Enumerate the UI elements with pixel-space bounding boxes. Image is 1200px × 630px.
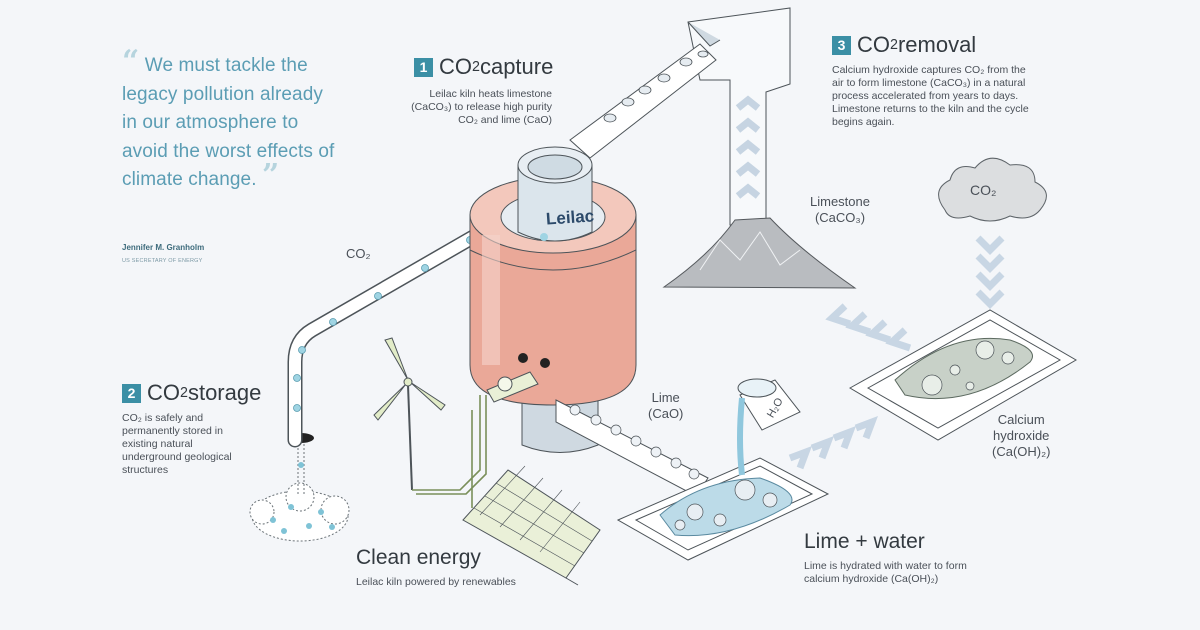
lime-water-line: Lime is hydrated with water to form bbox=[804, 560, 967, 572]
step-2-title-prefix: CO bbox=[147, 380, 180, 405]
step-1-line: (CaCO₃) to release high purity bbox=[411, 101, 552, 113]
limestone-label: Limestone (CaCO₃) bbox=[810, 194, 870, 226]
leilac-kiln bbox=[469, 146, 637, 453]
step-3-title-sub: 2 bbox=[890, 37, 898, 53]
lime-label-name: Lime bbox=[651, 390, 680, 405]
co2-pipe bbox=[287, 202, 528, 448]
clean-energy-desc: Leilac kiln powered by renewables bbox=[356, 576, 516, 588]
lime-water-title: Lime + water bbox=[804, 530, 925, 553]
step-3-line: begins again. bbox=[832, 116, 895, 128]
quote-author: Jennifer M. Granholm bbox=[122, 243, 205, 252]
lime-water-tray bbox=[616, 457, 830, 561]
step-1-title-prefix: CO bbox=[439, 54, 472, 79]
flow-arrows bbox=[788, 235, 1005, 470]
co2-pipe-label: CO₂ bbox=[346, 246, 371, 261]
lime-water-desc: Lime is hydrated with water to form calc… bbox=[804, 560, 967, 586]
quote-author-role: US SECRETARY OF ENERGY bbox=[122, 258, 203, 264]
kiln-brand-label: Leilac bbox=[545, 206, 595, 229]
lime-conveyor bbox=[555, 399, 709, 497]
step-3-title-prefix: CO bbox=[857, 32, 890, 57]
step-2-title-suffix: storage bbox=[187, 380, 262, 405]
calcium-hydroxide-label-formula: (Ca(OH)₂) bbox=[992, 444, 1051, 459]
step-1-number: 1 bbox=[414, 57, 433, 77]
step-3-line: Calcium hydroxide captures CO₂ from the bbox=[832, 64, 1026, 76]
step-1-title-sub: 2 bbox=[472, 59, 480, 75]
step-3-line: air to form limestone (CaCO₃) in a natur… bbox=[832, 77, 1026, 89]
step-3-line: Limestone returns to the kiln and the cy… bbox=[832, 103, 1029, 115]
step-2-number: 2 bbox=[122, 383, 141, 403]
step-1-title-suffix: capture bbox=[479, 54, 554, 79]
step-3-desc: Calcium hydroxide captures CO₂ from the … bbox=[832, 64, 1029, 129]
calcium-hydroxide-label-line: hydroxide bbox=[993, 428, 1050, 443]
step-2-line: permanently stored in bbox=[122, 425, 223, 437]
calcium-hydroxide-label: Calcium hydroxide (Ca(OH)₂) bbox=[992, 412, 1050, 460]
step-3-number: 3 bbox=[832, 35, 851, 55]
step-1-desc: Leilac kiln heats limestone (CaCO₃) to r… bbox=[411, 88, 552, 127]
limestone-pile bbox=[662, 217, 857, 289]
quote-text: “ We must tackle the legacy pollution al… bbox=[122, 47, 342, 195]
step-1-line: CO₂ and lime (CaO) bbox=[458, 114, 552, 126]
step-1-line: Leilac kiln heats limestone bbox=[429, 88, 552, 100]
limestone-label-formula: (CaCO₃) bbox=[814, 210, 866, 225]
step-2-line: existing natural bbox=[122, 438, 193, 450]
solar-panel bbox=[462, 465, 601, 586]
lime-label: Lime (CaO) bbox=[648, 390, 683, 422]
limestone-label-name: Limestone bbox=[810, 194, 870, 209]
calcium-hydroxide-tray bbox=[848, 309, 1077, 441]
clean-energy-title: Clean energy bbox=[356, 546, 481, 569]
wind-turbine bbox=[373, 337, 446, 491]
step-3-title-suffix: removal bbox=[897, 32, 977, 57]
underground-storage-cloud bbox=[249, 433, 350, 542]
water-bucket bbox=[737, 378, 801, 476]
step-3-line: process accelerated from years to days. bbox=[832, 90, 1019, 102]
close-quote-icon: ” bbox=[261, 158, 280, 193]
step-2-desc: CO₂ is safely and permanently stored in … bbox=[122, 412, 232, 477]
power-cables bbox=[412, 395, 487, 508]
step-2-line: underground geological bbox=[122, 451, 232, 463]
quote-body: We must tackle the legacy pollution alre… bbox=[122, 55, 335, 190]
lime-water-line: calcium hydroxide (Ca(OH)₂) bbox=[804, 573, 939, 585]
co2-cloud bbox=[938, 157, 1047, 222]
calcium-hydroxide-label-line: Calcium bbox=[997, 412, 1045, 427]
open-quote-icon: “ bbox=[122, 44, 140, 79]
step-2-line: structures bbox=[122, 464, 169, 476]
limestone-conveyor bbox=[569, 7, 791, 226]
lime-label-formula: (CaO) bbox=[648, 406, 684, 421]
step-2-title-sub: 2 bbox=[180, 385, 188, 401]
co2-cloud-label: CO₂ bbox=[970, 182, 997, 198]
step-2-line: CO₂ is safely and bbox=[122, 412, 204, 424]
